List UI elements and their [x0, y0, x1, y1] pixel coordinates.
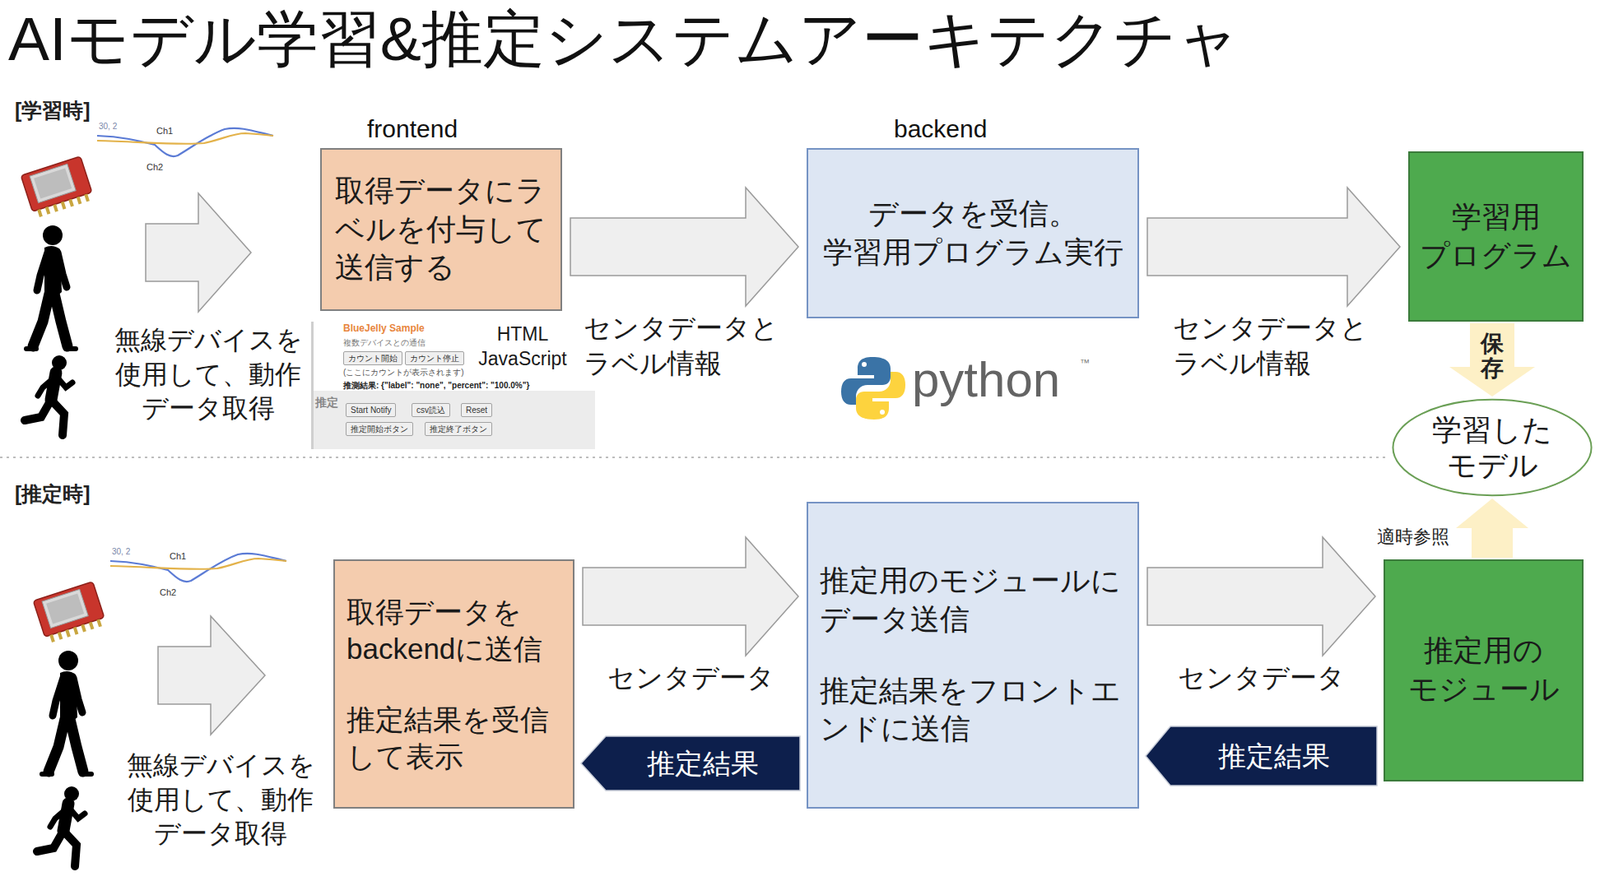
- screenshot-button: カウント停止: [404, 351, 465, 366]
- phase-divider: [0, 456, 1390, 459]
- edge-label: 適時参照: [1376, 525, 1450, 550]
- node-text: 推定結果をフロントエ ンドに送信: [819, 672, 1126, 750]
- module-box: 推定用の モジュール: [1383, 559, 1584, 782]
- tier-label: frontend: [367, 112, 458, 145]
- running-person: [37, 786, 85, 867]
- block-arrow: [582, 537, 799, 656]
- running-person: [24, 355, 73, 436]
- backend-box: 推定用のモジュールに データ送信推定結果をフロントエ ンドに送信: [806, 502, 1140, 810]
- walking-person: [41, 651, 92, 775]
- model-ellipse: 学習した モデル: [1390, 398, 1594, 498]
- frontend-box: 取得データにラ ベルを付与して 送信する: [320, 148, 563, 312]
- edge-label: 推定結果: [646, 745, 759, 782]
- tech-label: HTML JavaScript: [469, 322, 577, 373]
- edge-label: センタデータと ラベル情報: [583, 311, 786, 382]
- walking-person: [26, 225, 76, 349]
- edge-label: 保存: [1480, 331, 1504, 383]
- screenshot-text: 複数デバイスとの通信: [343, 337, 426, 349]
- edge-label: 推定結果: [1218, 738, 1331, 775]
- screenshot-button: Reset: [460, 403, 493, 418]
- logo-mark: ™: [1079, 357, 1090, 371]
- axis-label: 30, 2: [98, 120, 117, 132]
- sensor-board: [32, 581, 107, 645]
- backend-box: データを受信。 学習用プログラム実行: [806, 148, 1140, 319]
- step-note: 無線デバイスを 使用して、動作 データ取得: [117, 748, 324, 852]
- axis-label: 30, 2: [111, 546, 131, 558]
- screenshot-button: csv読込: [411, 403, 451, 418]
- screenshot-button: カウント開始: [343, 351, 403, 366]
- channel-label: Ch1: [169, 550, 187, 563]
- frontend-box: 取得データを backendに送信推定結果を受信 して表示: [333, 559, 575, 810]
- step-note: 無線デバイスを 使用して、動作 データ取得: [105, 323, 312, 427]
- input-arrow: [158, 616, 266, 735]
- screenshot-button: Start Notify: [345, 403, 396, 418]
- block-arrow: [1147, 537, 1376, 656]
- node-text: 推定用のモジュールに データ送信: [819, 562, 1126, 640]
- node-text: 推定用の モジュール: [1395, 632, 1573, 710]
- program-box: 学習用 プログラム: [1408, 151, 1584, 322]
- signal-chart: [110, 553, 287, 582]
- block-arrow: [1449, 323, 1535, 397]
- block-arrow: [1147, 187, 1400, 307]
- screenshot-button: 推定開始ボタン: [345, 422, 414, 437]
- edge-label: センタデータと ラベル情報: [1172, 311, 1375, 382]
- sensor-board: [20, 156, 94, 219]
- screenshot-text: 推測結果: {"label": "none", "percent": "100.…: [343, 380, 530, 391]
- logo-text: python: [911, 350, 1061, 410]
- signal-chart: [97, 128, 274, 157]
- diagram-title: AIモデル学習&推定システムアーキテクチャ: [8, 4, 1241, 74]
- block-arrow: [570, 187, 799, 307]
- channel-label: Ch2: [146, 161, 163, 173]
- ellipse-shape: [1392, 400, 1591, 496]
- screenshot-text: 推定: [315, 395, 339, 410]
- python-logo: [841, 357, 906, 420]
- screenshot-text: BlueJelly Sample: [343, 322, 425, 336]
- channel-label: Ch2: [159, 586, 177, 599]
- screenshot-text: (ここにカウントが表示されます): [343, 367, 465, 378]
- tier-label: backend: [893, 112, 987, 145]
- node-text: 取得データにラ ベルを付与して 送信する: [334, 172, 548, 288]
- input-arrow: [145, 193, 252, 312]
- node-text: データを受信。 学習用プログラム実行: [819, 195, 1126, 273]
- screenshot-button: 推定終了ボタン: [424, 422, 493, 437]
- block-arrow: [1455, 498, 1529, 559]
- block-arrow: [581, 736, 800, 791]
- edge-label: センタデータ: [1177, 660, 1345, 697]
- node-text: 学習用 プログラム: [1416, 198, 1576, 276]
- node-text: 学習した モデル: [1409, 412, 1576, 484]
- channel-label: Ch1: [156, 125, 173, 137]
- screenshot: [311, 321, 596, 450]
- block-arrow: [1145, 726, 1377, 787]
- node-text: 推定結果を受信 して表示: [346, 701, 562, 777]
- edge-label: センタデータ: [607, 660, 775, 697]
- node-text: 取得データを backendに送信: [346, 593, 562, 669]
- section-label: [推定時]: [14, 480, 91, 508]
- section-label: [学習時]: [14, 97, 91, 125]
